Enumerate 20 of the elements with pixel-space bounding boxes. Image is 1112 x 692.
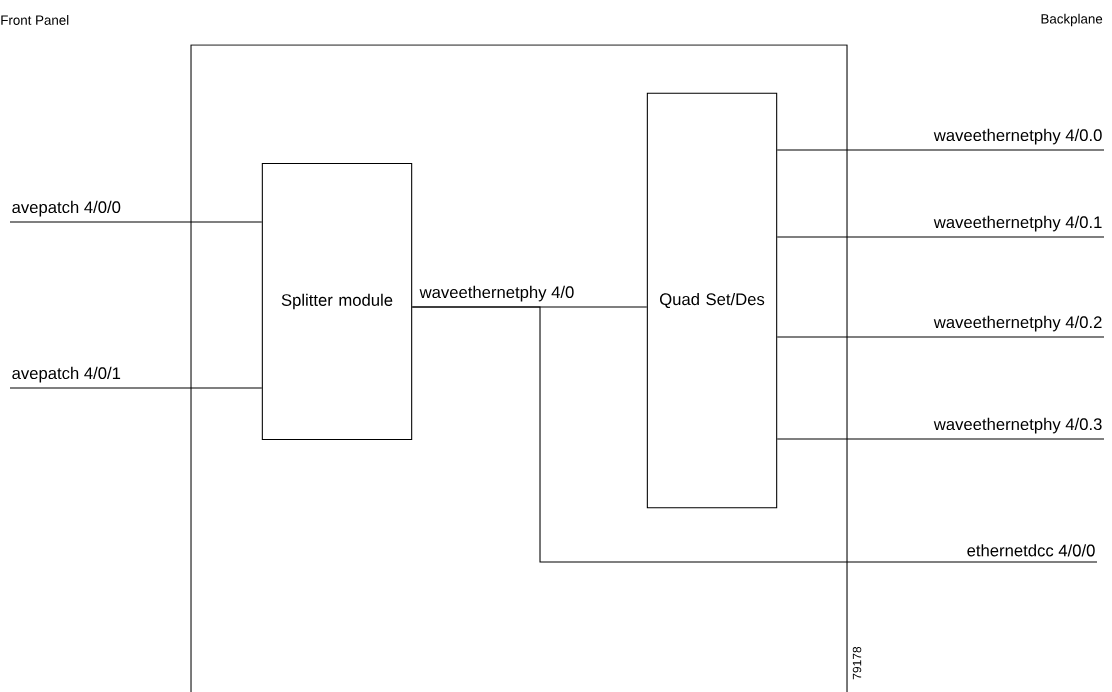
- edge-label: waveethernetphy 4/0: [419, 285, 574, 302]
- port-label: ethernetdcc 4/0/0: [967, 544, 1095, 557]
- port-label: waveethernetphy 4/0.1: [933, 215, 1102, 232]
- panel-label: Backplane: [1041, 13, 1103, 27]
- connector-line: [411, 306, 1098, 563]
- figure-number: 79178: [852, 646, 862, 680]
- port-label: waveethernetphy 4/0.3: [933, 417, 1102, 434]
- module-box: Splitter module: [261, 162, 413, 441]
- connector-line: [9, 221, 263, 223]
- port-label: waveethernetphy 4/0.2: [933, 315, 1102, 332]
- connector-line: [776, 236, 1105, 238]
- panel-label: Front Panel: [1, 15, 69, 25]
- connector-line: [9, 387, 263, 389]
- connector-line: [776, 336, 1105, 338]
- port-label: avepatch 4/0/0: [12, 200, 121, 217]
- module-box: Quad Set/Des: [646, 92, 778, 509]
- connector-line: [776, 438, 1105, 440]
- port-label: avepatch 4/0/1: [12, 366, 121, 383]
- port-label: waveethernetphy 4/0.0: [933, 128, 1102, 145]
- connector-line: [776, 149, 1105, 151]
